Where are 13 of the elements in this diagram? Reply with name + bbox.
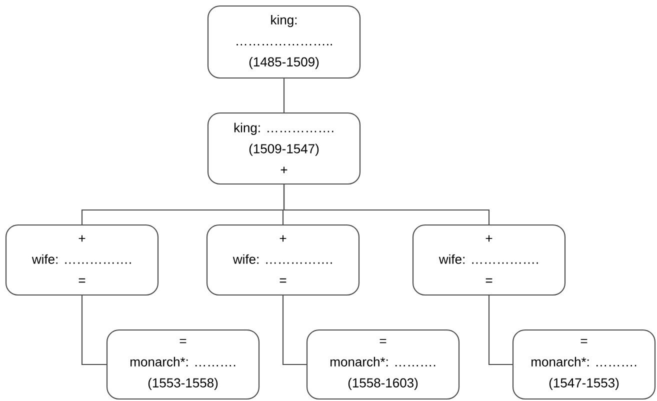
connector-line <box>81 296 106 366</box>
person-box: king: ………………….. (1485-1509) <box>207 5 361 79</box>
person-box: = monarch*: ………. (1558-1603) <box>306 329 460 400</box>
person-box: + wife: ……………. = <box>206 224 360 296</box>
person-box: king: ……………. (1509-1547) + <box>207 112 361 185</box>
connector-line <box>488 296 512 366</box>
person-box: = monarch*: ………. (1547-1553) <box>512 329 656 400</box>
person-box: + wife: ……………. = <box>5 224 159 296</box>
connector-line <box>282 296 306 366</box>
person-box: + wife: ……………. = <box>412 224 566 296</box>
connector-line <box>283 184 490 224</box>
connector-line <box>283 78 285 112</box>
person-box: = monarch*: ………. (1553-1558) <box>106 329 260 400</box>
